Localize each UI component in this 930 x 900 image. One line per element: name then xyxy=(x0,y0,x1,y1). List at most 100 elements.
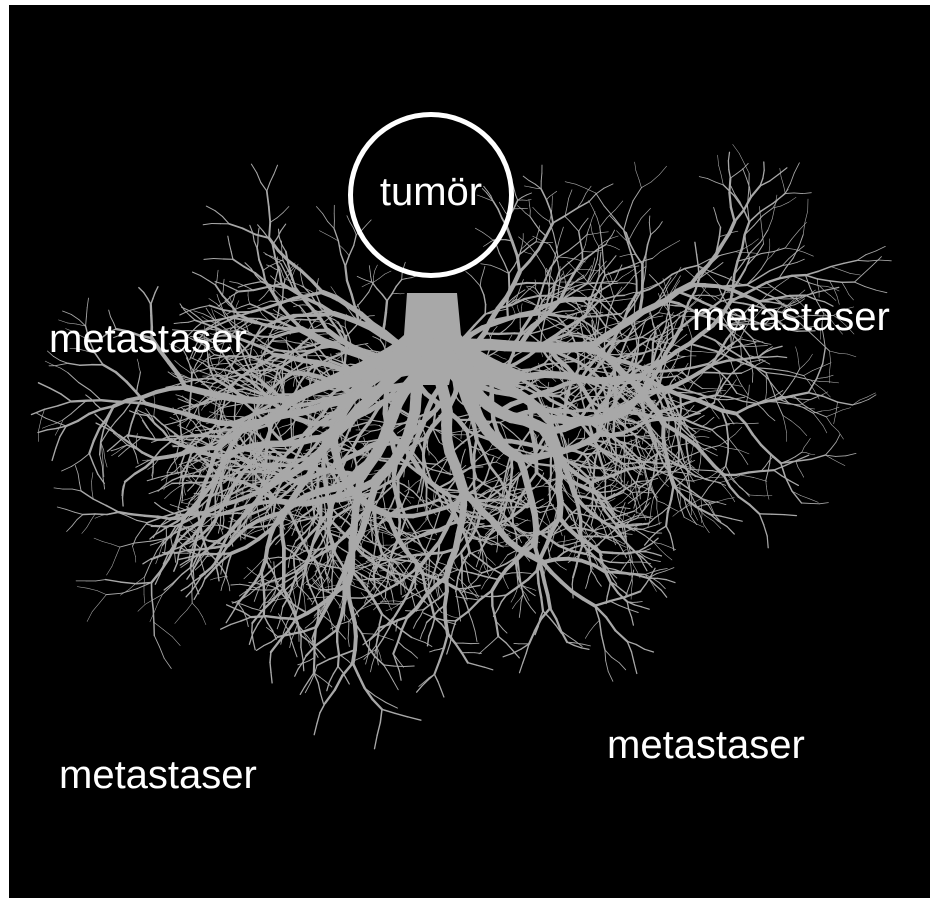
root-branch xyxy=(252,360,256,361)
root-branch xyxy=(180,311,189,315)
root-branch xyxy=(202,578,205,585)
root-branch xyxy=(209,413,214,416)
root-branch xyxy=(397,429,402,433)
root-branch xyxy=(440,442,443,444)
root-branch xyxy=(310,380,314,381)
root-branch xyxy=(326,234,332,237)
root-branch xyxy=(352,325,357,331)
root-branch xyxy=(221,625,231,630)
root-branch xyxy=(184,536,190,538)
root-branch xyxy=(147,427,152,433)
root-branch xyxy=(288,619,296,631)
root-branch xyxy=(279,229,280,237)
root-branch xyxy=(373,337,376,338)
root-branch xyxy=(226,616,230,623)
root-branch xyxy=(364,438,366,444)
root-branch xyxy=(270,652,271,662)
root-branch xyxy=(114,440,120,446)
root-branch xyxy=(375,265,378,271)
root-branch xyxy=(365,344,368,346)
root-branch xyxy=(301,524,303,529)
root-branch xyxy=(215,211,223,217)
root-branch xyxy=(275,355,289,357)
root-branch xyxy=(253,641,255,650)
root-branch xyxy=(89,454,93,465)
root-branch xyxy=(266,616,281,618)
root-branch xyxy=(561,388,564,392)
root-branch xyxy=(331,534,343,539)
root-branch xyxy=(429,627,432,636)
root-branch xyxy=(338,666,342,671)
root-branch xyxy=(521,445,524,450)
root-branch xyxy=(323,382,335,383)
root-branch xyxy=(240,584,249,585)
root-branch xyxy=(261,183,267,192)
root-branch xyxy=(170,417,173,419)
root-branch xyxy=(151,298,153,304)
root-branch xyxy=(406,518,414,532)
root-branch xyxy=(501,464,506,466)
root-branch xyxy=(102,466,103,478)
root-branch xyxy=(266,255,272,257)
root-branch xyxy=(320,677,326,682)
root-branch xyxy=(308,292,322,295)
root-branch xyxy=(317,279,318,284)
root-branch xyxy=(299,513,303,516)
root-branch xyxy=(72,460,81,466)
root-branch xyxy=(384,665,394,666)
root-branch xyxy=(179,462,187,465)
root-branch xyxy=(180,304,184,310)
root-branch xyxy=(229,586,230,591)
root-branch xyxy=(355,623,356,636)
root-branch xyxy=(329,674,333,682)
root-branch xyxy=(332,547,333,563)
root-branch xyxy=(351,463,352,467)
root-branch xyxy=(244,437,245,441)
root-branch xyxy=(47,428,57,429)
root-branch xyxy=(201,548,215,550)
root-branch xyxy=(354,235,357,246)
root-branch xyxy=(223,410,224,416)
root-branch xyxy=(271,606,274,612)
root-branch xyxy=(493,455,497,457)
root-branch xyxy=(349,246,354,256)
root-branch xyxy=(368,346,370,348)
root-branch xyxy=(328,354,341,359)
root-branch xyxy=(287,545,293,546)
root-branch xyxy=(437,438,440,443)
root-branch xyxy=(263,301,271,304)
root-branch xyxy=(329,655,342,660)
root-branch xyxy=(171,487,178,492)
root-branch xyxy=(362,292,369,300)
root-branch xyxy=(255,429,256,443)
root-branch xyxy=(386,703,398,709)
root-branch xyxy=(174,563,177,571)
root-branch xyxy=(283,289,284,298)
root-branch xyxy=(188,485,194,491)
root-branch xyxy=(216,285,223,296)
root-branch xyxy=(123,482,125,490)
root-branch xyxy=(428,538,435,540)
root-branch xyxy=(155,503,162,508)
root-branch xyxy=(147,477,159,480)
root-branch xyxy=(172,483,187,484)
root-branch xyxy=(248,307,256,309)
root-branch xyxy=(215,404,216,412)
root-branch xyxy=(404,666,414,667)
root-branch xyxy=(203,224,212,225)
root-branch xyxy=(317,659,329,665)
root-branch xyxy=(381,334,382,337)
root-branch xyxy=(373,699,383,709)
root-branch xyxy=(162,508,170,512)
root-branch xyxy=(154,395,155,402)
root-branch xyxy=(38,430,47,433)
root-branch xyxy=(463,449,466,457)
root-branch xyxy=(293,380,294,387)
root-branch xyxy=(142,412,148,414)
root-branch xyxy=(187,420,191,428)
root-branch xyxy=(323,292,337,297)
root-branch xyxy=(214,259,224,260)
root-branch xyxy=(195,430,203,431)
root-branch xyxy=(275,291,279,295)
root-branch xyxy=(368,431,371,433)
